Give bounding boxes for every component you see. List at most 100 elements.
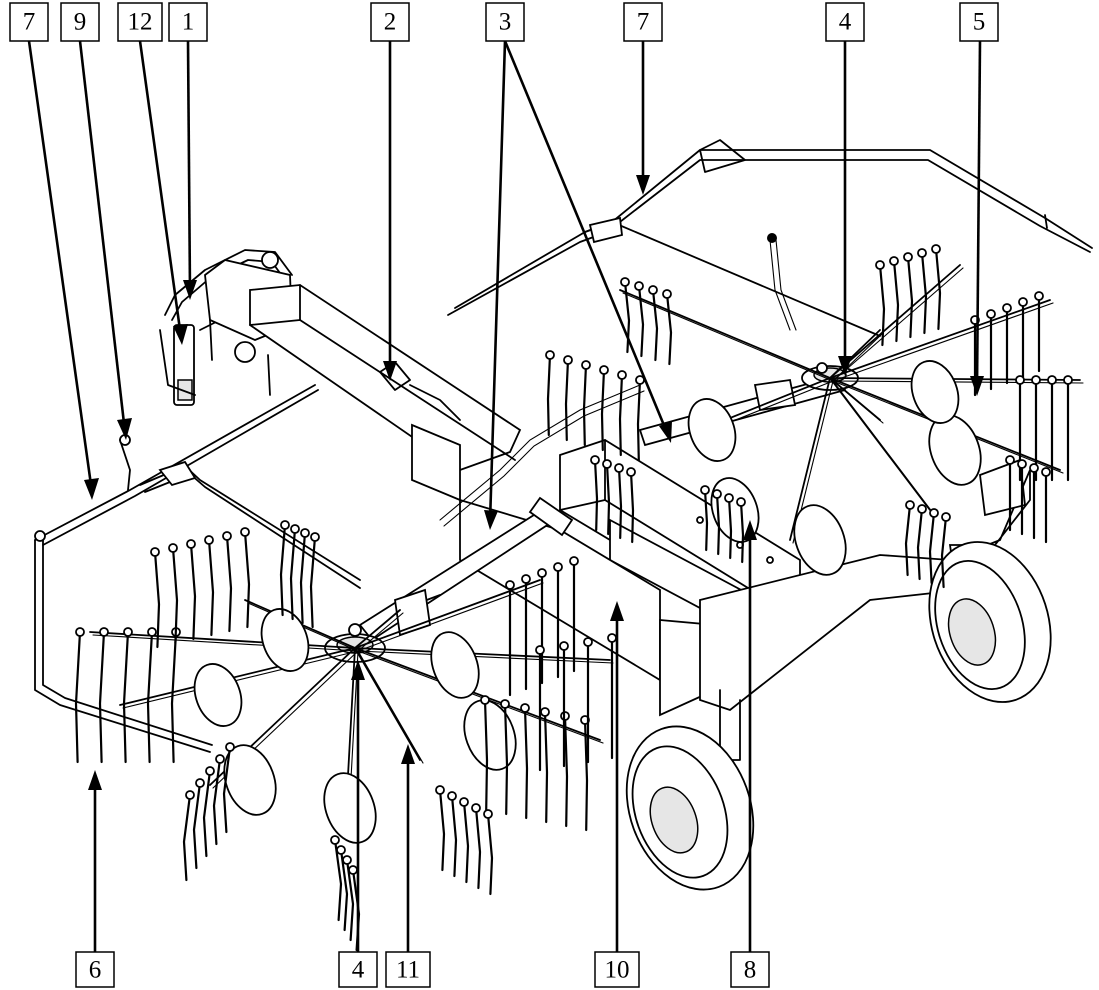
left-rotor-top-tine: [289, 527, 297, 621]
callout-label: 1: [182, 9, 195, 36]
left-rotor-back-tine: [225, 534, 233, 633]
left-rotor-front-tine: [122, 630, 130, 764]
left-rotor-lower-right-tine: [438, 788, 446, 872]
right-rotor-top-left-tine: [651, 288, 659, 362]
callout-label: 3: [499, 9, 512, 36]
callout-label: 11: [396, 957, 420, 984]
right-rotor-arm: [829, 377, 931, 511]
left-rotor-right-tine-holder: [540, 707, 550, 717]
right-rotor-top-tine: [878, 263, 886, 347]
callout-9: 9: [60, 2, 100, 42]
left-rotor-back-tine: [153, 550, 161, 649]
left-rotor-arm-edge: [122, 650, 359, 709]
right-rotor-left-tine-holder: [581, 360, 591, 370]
callout-11: 11: [385, 951, 431, 988]
left-rotor-lower-right-tine: [474, 806, 482, 890]
callout-6: 6: [75, 951, 115, 988]
left-rotor-bottom-tine: [345, 858, 355, 942]
left-rotor-bottom-tine: [333, 838, 343, 922]
left-rotor-front-tine-holder: [147, 627, 157, 637]
right-rotor-left-tine: [636, 378, 642, 462]
right-rotor-top-tine: [934, 247, 942, 331]
right-rotor-arm-edge: [832, 380, 1084, 384]
left-rotor-back-tine-holder: [204, 535, 214, 545]
callout-label: 4: [352, 957, 365, 984]
left-rotor-lower-tine: [212, 757, 222, 846]
arrowhead-1: [183, 280, 197, 300]
right-rotor-lower-left-tine-holder: [724, 493, 734, 503]
callout-12: 12: [117, 2, 163, 42]
right-rotor-lower-left-tine: [703, 488, 709, 552]
left-rotor-lower-right-tine-holder: [435, 785, 445, 795]
right-rotor-top-left-tine: [637, 284, 645, 358]
left-rotor-mid-tine-holder: [535, 645, 545, 655]
left-rotor-back-tine: [171, 546, 179, 645]
left-rotor-lower-tine: [182, 793, 192, 882]
right-rotor-lower-tine-holder: [929, 508, 939, 518]
callout-3: 3: [485, 2, 525, 42]
right-rotor-lower-tine-holder: [917, 504, 927, 514]
callout-2: 2: [370, 2, 410, 42]
leader-3a: [488, 40, 507, 523]
left-rotor-top-tine-holder: [310, 532, 320, 542]
right-tine-guard-frame: [447, 139, 1093, 337]
right-rotor-lower-left-tine: [739, 500, 745, 564]
callout-label: 12: [128, 9, 153, 36]
left-rotor-bottom-tine-holder: [348, 865, 358, 875]
right-rotor-top-right-tine-holder: [1034, 291, 1044, 301]
left-rotor-arm: [354, 609, 401, 649]
left-rotor-arm: [354, 647, 611, 661]
right-rotor-lower-tine: [928, 511, 936, 585]
left-rotor-top-tine-holder: [300, 528, 310, 538]
callout-10: 10: [594, 951, 640, 988]
right-rotor-lower-left-tine-holder: [736, 497, 746, 507]
right-rotor-lower-tine-holder: [941, 512, 951, 522]
callout-7-top-right: 7: [623, 2, 663, 42]
arrowhead-10: [610, 601, 624, 621]
right-rotor-lower-tine: [916, 507, 924, 581]
left-rotor-back-tine: [189, 542, 197, 641]
left-rotor-top-tine: [279, 523, 287, 617]
left-rotor-front-tine-holder: [99, 627, 109, 637]
arrowhead-3b: [659, 421, 672, 443]
hydraulic-hoses: [439, 233, 797, 527]
right-rotor-top-right-tine-holder: [986, 309, 996, 319]
left-rotor-lower-right-tine: [450, 794, 458, 878]
left-rotor-front-tine-holder: [75, 627, 85, 637]
right-rotor-arm: [829, 377, 1081, 381]
right-rotor-top-tine-holder: [889, 256, 899, 266]
arrowhead-7-right: [636, 175, 650, 195]
left-rotor-mid-tine-holder: [607, 633, 617, 643]
right-rotor-left-tine-holder: [617, 370, 627, 380]
left-rotor-upper-right-tine-holder: [537, 568, 547, 578]
left-rotor-mid-tine-holder: [559, 641, 569, 651]
left-rotor-assembly: [89, 579, 614, 834]
callout-label: 9: [74, 9, 87, 36]
right-rotor-top-left-tine-holder: [648, 285, 658, 295]
left-rotor-right-tine: [523, 706, 529, 820]
right-rotor-top-left-tine-holder: [662, 289, 672, 299]
right-rotor-inner-tine: [605, 462, 611, 536]
right-rotor-top-left-tine-holder: [620, 277, 630, 287]
right-rotor-left-tine: [564, 358, 570, 442]
arrowhead-3a: [484, 510, 498, 530]
right-rotor-right-tine-holder: [1015, 375, 1025, 385]
arrowhead-8: [743, 520, 757, 540]
callout-boxes: 7 9 12 1 2 3 7 4: [9, 2, 999, 988]
left-rotor-front-tine-holder: [123, 627, 133, 637]
left-rotor-front-tine: [170, 630, 178, 764]
main-drawbar: [249, 284, 522, 472]
left-rotor-bottom-tine-holder: [342, 855, 352, 865]
callout-8: 8: [730, 951, 770, 988]
left-rotor-back-tine-holder: [222, 531, 232, 541]
right-rotor-arm: [619, 289, 831, 379]
left-rotor-lower-right-tine: [462, 800, 470, 884]
right-rotor-top-tine: [906, 255, 914, 339]
left-rotor-right-tine: [503, 702, 509, 816]
left-rotor-arm: [354, 647, 421, 761]
left-rotor-back-tine-holder: [186, 539, 196, 549]
left-rotor-right-tine: [483, 698, 489, 812]
right-rotor-right-tine-holder: [1047, 375, 1057, 385]
right-rotor-right-tine-holder: [1063, 375, 1073, 385]
right-rotor-arm-edge: [832, 332, 884, 382]
